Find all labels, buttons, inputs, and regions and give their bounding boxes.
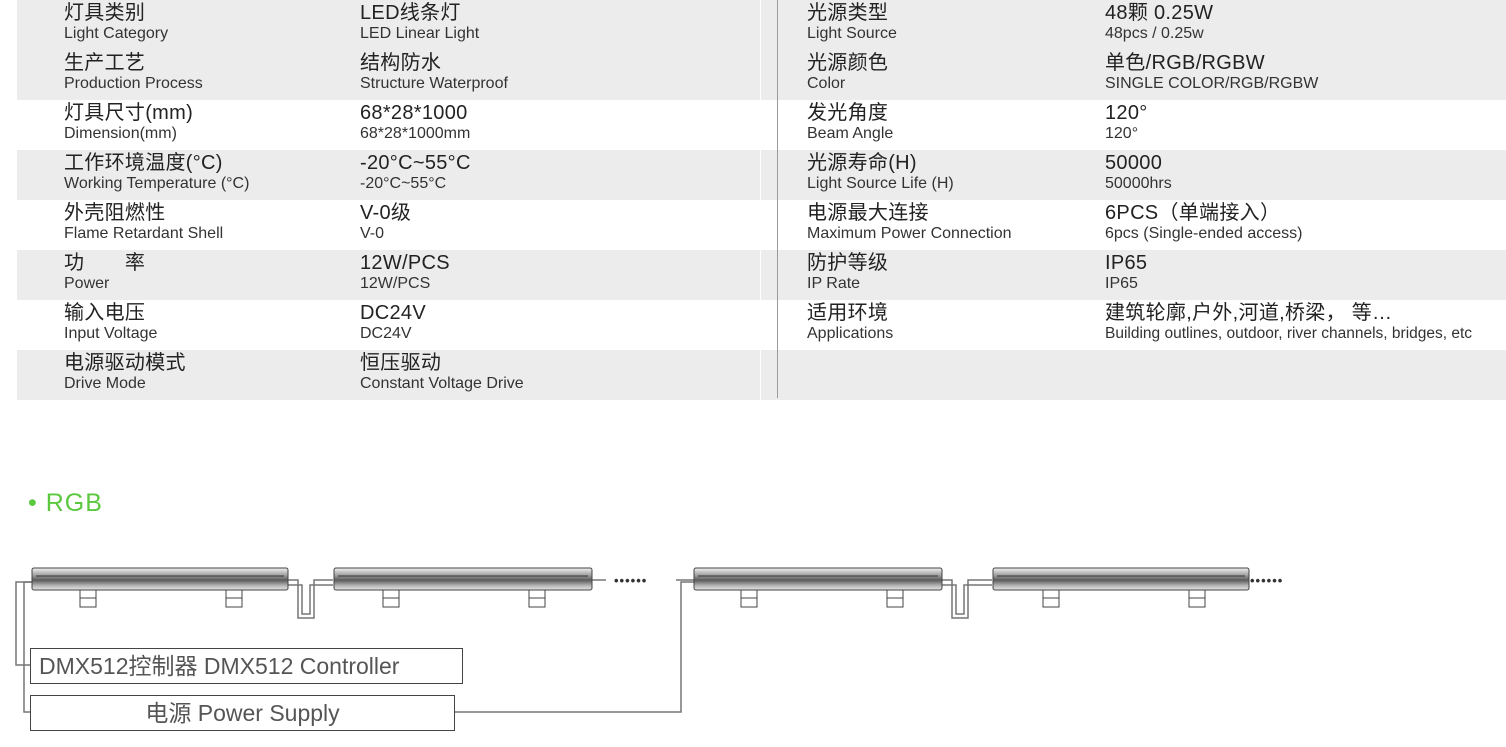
spec-label-en: Flame Retardant Shell: [64, 225, 224, 242]
spec-label-en: Color: [807, 75, 846, 92]
spec-value-cn: 恒压驱动: [360, 352, 442, 374]
spec-value-cn: 68*28*1000: [360, 102, 468, 124]
spec-value-cn: DC24V: [360, 302, 426, 324]
spec-label-en: Light Source: [807, 25, 897, 42]
spec-label-en: IP Rate: [807, 275, 861, 292]
spec-value-en: Constant Voltage Drive: [360, 375, 524, 392]
spec-value-en: SINGLE COLOR/RGB/RGBW: [1105, 75, 1319, 92]
spec-value-cn: 建筑轮廓,户外,河道,桥梁， 等…: [1105, 302, 1393, 324]
spec-label-cn: 灯具类别: [64, 2, 146, 24]
spec-value-cn: V-0级: [360, 202, 412, 224]
spec-value-cn: 12W/PCS: [360, 252, 450, 274]
spec-value-cn: 6PCS（单端接入）: [1105, 202, 1281, 224]
wiring-diagram: •••••• •••••• DMX512控制器 DMX512 Controlle…: [0, 540, 1506, 742]
wire-lines: [15, 579, 992, 713]
spec-label-en: Dimension(mm): [64, 125, 177, 142]
spec-label-cn: 适用环境: [807, 302, 889, 324]
spec-label-cn: 输入电压: [64, 302, 146, 324]
spec-label-cn: 光源颜色: [807, 52, 889, 74]
column-divider: [777, 0, 778, 398]
continuation-dots-2: ••••••: [1250, 573, 1283, 588]
spec-label-cn: 生产工艺: [64, 52, 146, 74]
spec-value-en: LED Linear Light: [360, 25, 480, 42]
spec-value-cn: 120°: [1105, 102, 1148, 124]
spec-value-cn: 50000: [1105, 152, 1163, 174]
continuation-dots-1: ••••••: [614, 573, 647, 588]
spec-value-en: 48pcs / 0.25w: [1105, 25, 1204, 42]
spec-value-en: 68*28*1000mm: [360, 125, 471, 142]
spec-value-en: V-0: [360, 225, 385, 242]
spec-label-cn: 光源类型: [807, 2, 889, 24]
dmx512-controller-box: DMX512控制器 DMX512 Controller: [30, 648, 463, 684]
spec-value-cn: 单色/RGB/RGBW: [1105, 52, 1265, 74]
spec-row-working-temperature: 工作环境温度(°C)Working Temperature (°C) -20°C…: [17, 150, 760, 200]
spec-value-en: Structure Waterproof: [360, 75, 508, 92]
spec-label-en: Light Category: [64, 25, 169, 42]
spec-value-en: DC24V: [360, 325, 412, 342]
spec-value-en: 120°: [1105, 125, 1139, 142]
spec-label-en: Production Process: [64, 75, 203, 92]
spec-row-empty: [761, 350, 1506, 400]
spec-label-cn: 电源驱动模式: [64, 352, 186, 374]
wiring-diagram-svg: •••••• ••••••: [15, 567, 1283, 713]
led-fixture-4: [992, 567, 1250, 608]
spec-label-cn: 光源寿命(H): [807, 152, 917, 174]
spec-value-cn: -20°C~55°C: [360, 152, 471, 174]
spec-label-en: Input Voltage: [64, 325, 158, 342]
spec-value-en: 6pcs (Single-ended access): [1105, 225, 1303, 242]
spec-label-en: Applications: [807, 325, 894, 342]
spec-label-cn: 工作环境温度(°C): [64, 152, 223, 174]
spec-value-cn: 结构防水: [360, 52, 442, 74]
spec-value-en: 50000hrs: [1105, 175, 1172, 192]
spec-label-cn: 发光角度: [807, 102, 889, 124]
spec-label-en: Maximum Power Connection: [807, 225, 1012, 242]
spec-label-en: Light Source Life (H): [807, 175, 954, 192]
spec-value-cn: LED线条灯: [360, 2, 461, 24]
spec-label-cn: 外壳阻燃性: [64, 202, 166, 224]
spec-label-en: Drive Mode: [64, 375, 146, 392]
spec-value-en: -20°C~55°C: [360, 175, 447, 192]
spec-label-cn: 功 率: [64, 252, 146, 274]
spec-value-en: IP65: [1105, 275, 1138, 292]
spec-label-en: Power: [64, 275, 110, 292]
spec-value-en: 12W/PCS: [360, 275, 431, 292]
spec-label-cn: 防护等级: [807, 252, 889, 274]
spec-label-cn: 电源最大连接: [807, 202, 929, 224]
spec-label-en: Beam Angle: [807, 125, 894, 142]
spec-label-en: Working Temperature (°C): [64, 175, 250, 192]
spec-value-cn: IP65: [1105, 252, 1148, 274]
spec-label-cn: 灯具尺寸(mm): [64, 102, 194, 124]
spec-value-cn: 48颗 0.25W: [1105, 2, 1214, 24]
power-supply-box: 电源 Power Supply: [30, 695, 455, 731]
led-fixture-2: [333, 567, 593, 608]
spec-value-en: Building outlines, outdoor, river channe…: [1105, 325, 1473, 342]
led-fixture-3: [693, 567, 943, 608]
led-fixture-1: [31, 567, 289, 608]
section-heading-rgb: • RGB: [28, 489, 103, 517]
